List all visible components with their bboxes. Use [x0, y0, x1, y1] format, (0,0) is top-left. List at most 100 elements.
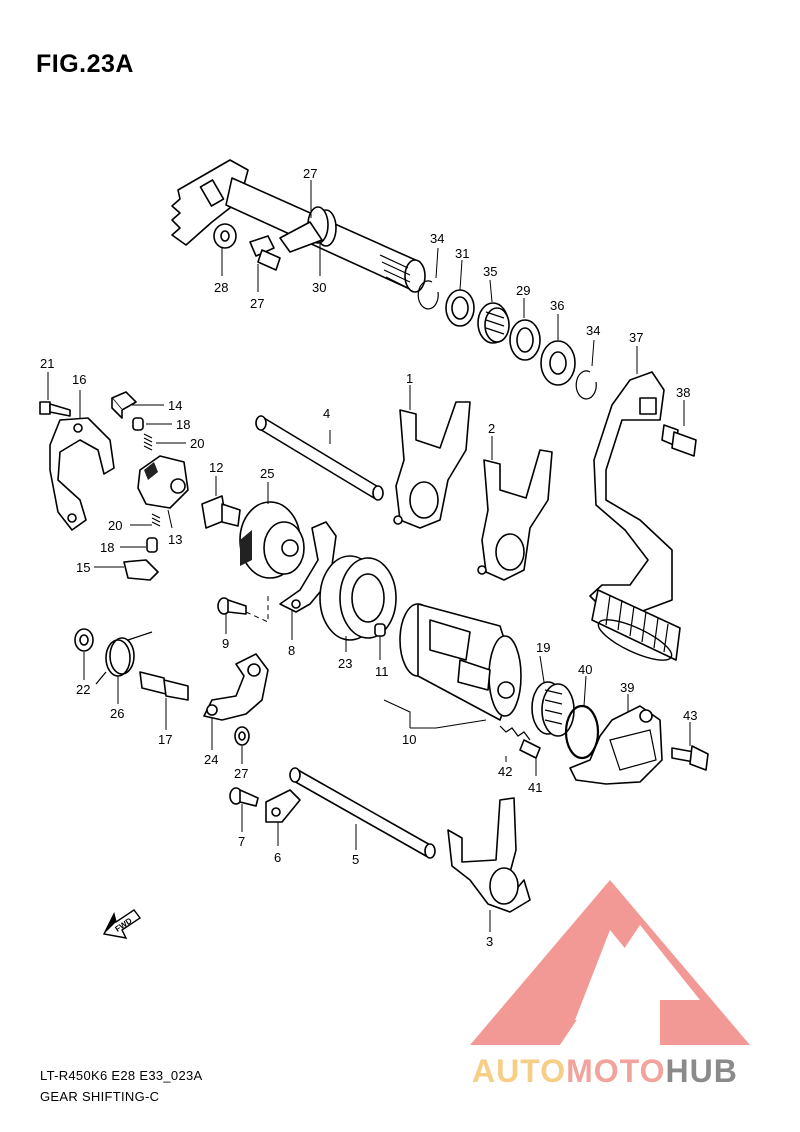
callout-12: 12 — [209, 460, 223, 475]
watermark-hub: HUB — [665, 1053, 737, 1089]
callout-6: 6 — [274, 850, 281, 865]
part-2-shift-fork — [477, 449, 553, 581]
part-1-shift-fork — [393, 401, 471, 529]
part-14-stopper — [111, 391, 137, 419]
part-40-pin — [519, 739, 541, 759]
part-25-gearshift-cam — [239, 501, 305, 579]
callout-33: 31 — [455, 246, 469, 261]
callout-37: 37 — [629, 330, 643, 345]
part-16-plate — [49, 417, 115, 531]
part-11-pin — [374, 623, 386, 637]
part-34-circlip-upper — [417, 280, 439, 310]
callout-36: 35 — [483, 264, 497, 279]
callout-30: 28 — [214, 280, 228, 295]
part-17-bolt — [139, 671, 189, 701]
watermark-auto: AUTO — [472, 1053, 566, 1089]
part-41-o-ring — [564, 704, 600, 760]
part-12-bolt — [201, 495, 241, 529]
part-7-screw — [229, 787, 259, 807]
part-27-washer — [234, 726, 250, 746]
svg-text:AUTOMOTOHUB: AUTOMOTOHUB — [472, 1053, 738, 1089]
callout-41: 40 — [578, 662, 592, 677]
part-20-spring-lower — [151, 513, 161, 527]
callout-43: 43 — [683, 708, 697, 723]
part-23-bearing — [319, 555, 397, 641]
part-15-stopper — [123, 559, 159, 581]
callout-38: 38 — [676, 385, 690, 400]
callout-29: 27 — [250, 296, 264, 311]
part-37-shift-lever — [589, 371, 681, 661]
callout-28: 27 — [303, 166, 317, 181]
callout-25: 25 — [260, 466, 274, 481]
part-42-spring — [499, 725, 531, 741]
callout-26: 26 — [110, 706, 124, 721]
callout-10: 10 — [402, 732, 416, 747]
fwd-direction-arrow: FWD — [102, 909, 142, 939]
callout-34-upper: 34 — [430, 231, 444, 246]
callout-4: 4 — [323, 406, 330, 421]
callout-21: 21 — [40, 356, 54, 371]
part-13-cam-stopper — [137, 455, 189, 509]
part-20-spring-upper — [143, 433, 153, 451]
callout-34-lower: 34 — [586, 323, 600, 338]
part-18-pin-lower — [146, 537, 158, 553]
part-38-bolt — [661, 424, 697, 457]
callout-22: 22 — [76, 682, 90, 697]
part-19-bearing — [531, 681, 575, 737]
part-30-washer — [213, 223, 237, 249]
callout-1: 1 — [406, 371, 413, 386]
callout-31: 29 — [516, 283, 530, 298]
part-24-arm — [203, 653, 269, 721]
callout-27: 27 — [234, 766, 248, 781]
watermark-moto: MOTO — [566, 1053, 665, 1089]
callout-3: 3 — [486, 934, 493, 949]
part-28-shift-shaft — [171, 159, 426, 293]
callout-2: 2 — [488, 421, 495, 436]
callout-39: 39 — [620, 680, 634, 695]
callout-15: 15 — [76, 560, 90, 575]
part-34-circlip-lower — [575, 370, 597, 400]
callout-8: 8 — [288, 643, 295, 658]
part-21-bolt — [39, 401, 71, 417]
callout-24: 24 — [204, 752, 218, 767]
callout-18-upper: 18 — [176, 417, 190, 432]
callout-7: 7 — [238, 834, 245, 849]
callout-19: 19 — [536, 640, 550, 655]
callout-labels: 27 28 27 30 34 31 35 29 36 34 37 38 21 1… — [40, 166, 697, 949]
callout-13: 13 — [168, 532, 182, 547]
leader-lines — [47, 180, 691, 932]
callout-40: 41 — [528, 780, 542, 795]
callout-23: 23 — [338, 656, 352, 671]
part-33-washer — [445, 289, 475, 327]
watermark-logo: AUTOMOTOHUB — [470, 880, 750, 1089]
callout-20-lower: 20 — [108, 518, 122, 533]
callout-17: 17 — [158, 732, 172, 747]
part-4-shift-fork-shaft — [255, 415, 384, 501]
section-name: GEAR SHIFTING-C — [40, 1089, 160, 1104]
part-9-screw — [217, 597, 247, 615]
callout-9: 9 — [222, 636, 229, 651]
part-10-cam-drum — [399, 603, 522, 721]
part-18-pin-upper — [132, 417, 144, 431]
callout-35: 36 — [550, 298, 564, 313]
model-code: LT-R450K6 E28 E33_023A — [40, 1068, 203, 1083]
part-3-shift-fork — [447, 797, 531, 913]
callout-32: 30 — [312, 280, 326, 295]
part-31-oil-seal — [509, 319, 541, 361]
figure-title: FIG.23A — [36, 50, 134, 78]
callout-18-lower: 18 — [100, 540, 114, 555]
part-29-bolt — [249, 235, 281, 271]
callout-5: 5 — [352, 852, 359, 867]
part-39-cover — [569, 705, 663, 785]
part-6-plate — [265, 789, 301, 823]
callout-42: 42 — [498, 764, 512, 779]
callout-14: 14 — [168, 398, 182, 413]
callout-16: 16 — [72, 372, 86, 387]
callout-11: 11 — [375, 664, 389, 679]
part-43-bolt — [671, 745, 709, 771]
callout-20-upper: 20 — [190, 436, 204, 451]
part-22-nut — [74, 628, 94, 652]
part-5-shift-fork-shaft — [289, 767, 436, 859]
